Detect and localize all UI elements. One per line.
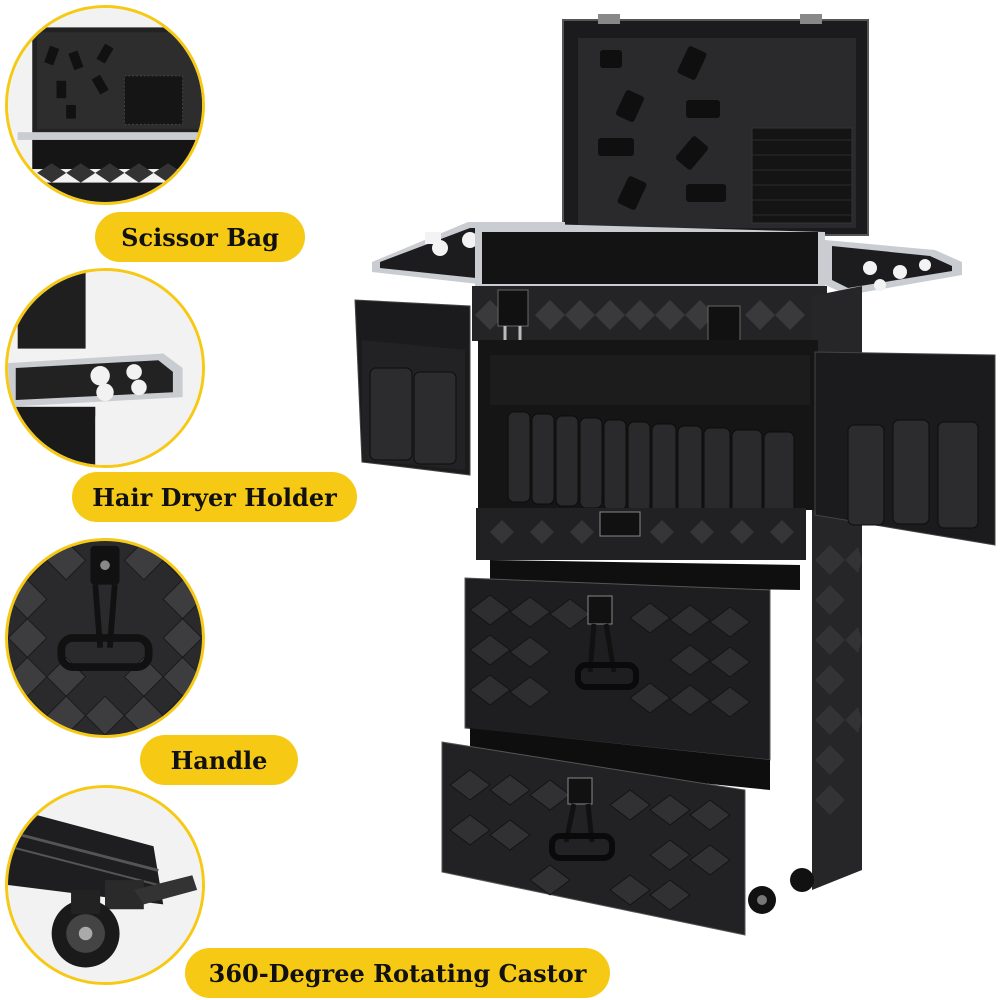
hair-dryer-holder-detail-image — [5, 268, 205, 468]
scissor-bag-label: Scissor Bag — [95, 212, 305, 262]
castor-label: 360-Degree Rotating Castor — [185, 948, 610, 998]
handle-label: Handle — [140, 735, 298, 785]
hair-dryer-holder-label: Hair Dryer Holder — [72, 472, 357, 522]
castor-detail-image — [5, 785, 205, 985]
scissor-bag-detail-image — [5, 5, 205, 205]
rolling-makeup-train-case-image — [340, 10, 1000, 1000]
handle-detail-image — [5, 538, 205, 738]
